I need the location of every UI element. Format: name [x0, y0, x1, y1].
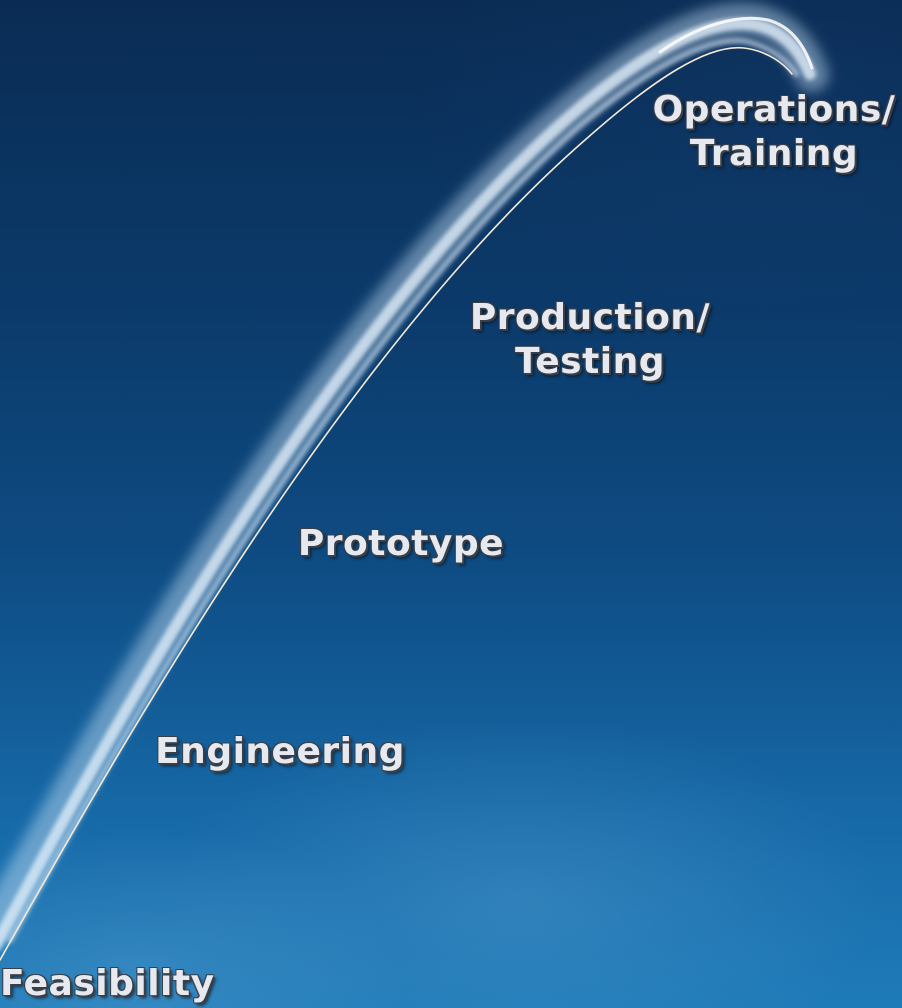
phase-label-prototype: Prototype [296, 522, 506, 566]
phase-label-line: Feasibility [0, 963, 215, 1004]
phase-label-line: Production/ [469, 297, 711, 338]
trail-inner-streak [7, 37, 799, 943]
phase-label-line: Prototype [297, 523, 505, 564]
phase-label-operations-training: Operations/ Training [646, 88, 902, 176]
phase-label-line: Operations/ [652, 89, 896, 130]
phase-label-line: Engineering [155, 731, 405, 772]
phase-label-line: Training [689, 133, 859, 174]
trail-crest [658, 16, 814, 70]
phase-label-feasibility: Feasibility [0, 962, 232, 1006]
phase-label-engineering: Engineering [152, 730, 408, 774]
trail-main-streak [0, 17, 816, 950]
phase-label-line: Testing [514, 341, 666, 382]
trail-thin-line [0, 46, 793, 961]
phase-label-production-testing: Production/ Testing [452, 296, 728, 384]
